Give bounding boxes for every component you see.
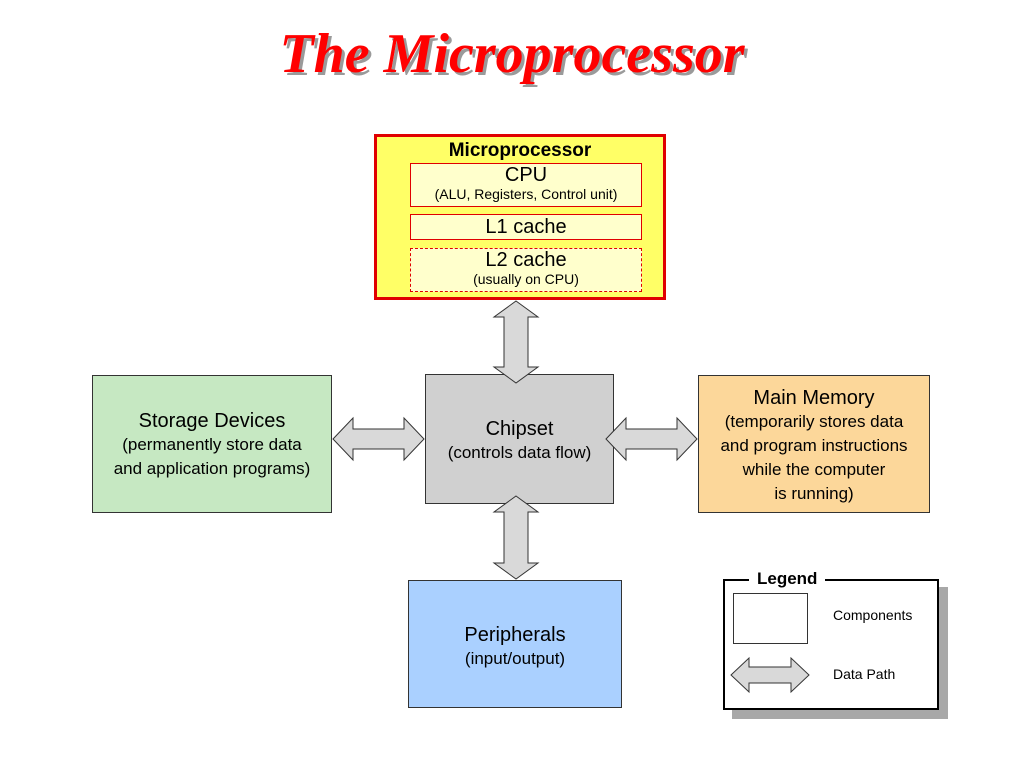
peripherals-detail: (input/output) bbox=[464, 649, 566, 668]
cpu-label: CPU bbox=[504, 164, 548, 186]
l2-cache-label: L2 cache bbox=[485, 249, 567, 271]
chipset-detail: (controls data flow) bbox=[447, 443, 592, 462]
storage-detail-line2: and application programs) bbox=[113, 459, 311, 478]
chipset-label: Chipset bbox=[485, 418, 554, 440]
chipset-block: Chipset (controls data flow) bbox=[425, 374, 614, 504]
legend-component-swatch bbox=[733, 593, 808, 644]
memory-detail-line2: and program instructions bbox=[720, 436, 908, 455]
storage-devices-block: Storage Devices (permanently store data … bbox=[92, 375, 332, 513]
arrow-storage-chipset bbox=[332, 416, 425, 462]
storage-detail-line1: (permanently store data bbox=[122, 435, 302, 454]
l2-cache-block: L2 cache (usually on CPU) bbox=[410, 248, 642, 292]
memory-detail-line4: is running) bbox=[774, 484, 854, 503]
main-memory-block: Main Memory (temporarily stores data and… bbox=[698, 375, 930, 513]
cpu-block: CPU (ALU, Registers, Control unit) bbox=[410, 163, 642, 207]
legend-data-path-arrow bbox=[730, 656, 810, 694]
arrow-chipset-memory bbox=[605, 416, 698, 462]
memory-label: Main Memory bbox=[753, 387, 875, 409]
legend-title: Legend bbox=[749, 569, 826, 589]
cpu-detail: (ALU, Registers, Control unit) bbox=[434, 186, 618, 202]
microprocessor-block: Microprocessor CPU (ALU, Registers, Cont… bbox=[374, 134, 666, 300]
memory-detail-line3: while the computer bbox=[742, 460, 886, 479]
page-title: The Microprocessor bbox=[279, 23, 745, 85]
l2-cache-detail: (usually on CPU) bbox=[473, 271, 579, 287]
arrow-chipset-peripherals bbox=[492, 495, 540, 580]
legend-data-path-label: Data Path bbox=[833, 666, 896, 682]
legend-components-label: Components bbox=[833, 607, 913, 623]
legend: Legend Components Data Path bbox=[723, 569, 939, 710]
arrow-micro-chipset bbox=[492, 300, 540, 384]
peripherals-label: Peripherals bbox=[464, 624, 566, 646]
peripherals-block: Peripherals (input/output) bbox=[408, 580, 622, 708]
memory-detail-line1: (temporarily stores data bbox=[724, 412, 904, 431]
microprocessor-label: Microprocessor bbox=[448, 140, 592, 161]
l1-cache-label: L1 cache bbox=[485, 216, 567, 238]
l1-cache-block: L1 cache bbox=[410, 214, 642, 240]
storage-label: Storage Devices bbox=[138, 410, 286, 432]
